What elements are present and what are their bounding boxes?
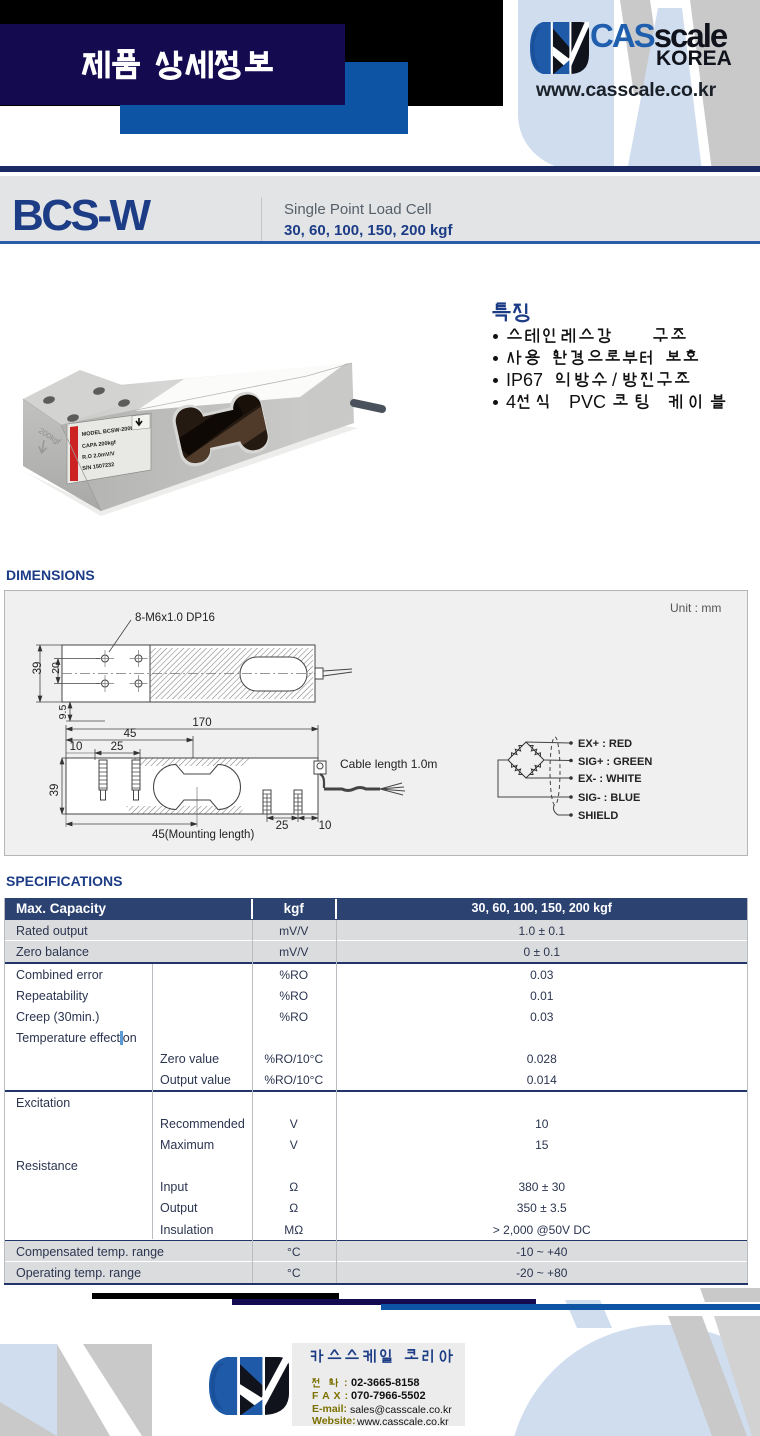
svg-text:SHIELD: SHIELD (578, 810, 618, 822)
svg-text:25: 25 (111, 741, 124, 753)
svg-text:SIG- : BLUE: SIG- : BLUE (578, 792, 640, 804)
svg-text:45: 45 (124, 728, 137, 740)
svg-text:25: 25 (276, 820, 289, 832)
svg-text:SIG+ : GREEN: SIG+ : GREEN (578, 756, 652, 768)
svg-text:10: 10 (319, 820, 332, 832)
svg-text:9.5: 9.5 (57, 705, 69, 720)
svg-text:39: 39 (49, 784, 61, 797)
svg-text:10: 10 (70, 741, 83, 753)
svg-text:8-M6x1.0 DP16: 8-M6x1.0 DP16 (135, 612, 215, 624)
svg-text:170: 170 (192, 717, 211, 729)
svg-text:CAPA 200kgf: CAPA 200kgf (82, 440, 117, 450)
svg-text:EX- : WHITE: EX- : WHITE (578, 773, 642, 785)
svg-text:45(Mounting length): 45(Mounting length) (152, 829, 254, 841)
svg-text:R.O 2.0mV/V: R.O 2.0mV/V (82, 451, 116, 461)
svg-text:EX+ : RED: EX+ : RED (578, 738, 632, 750)
svg-text:39: 39 (32, 662, 44, 675)
svg-text:20: 20 (50, 662, 62, 674)
svg-text:Cable length 1.0m: Cable length 1.0m (340, 757, 437, 771)
svg-text:S/N 1507232: S/N 1507232 (82, 462, 115, 472)
